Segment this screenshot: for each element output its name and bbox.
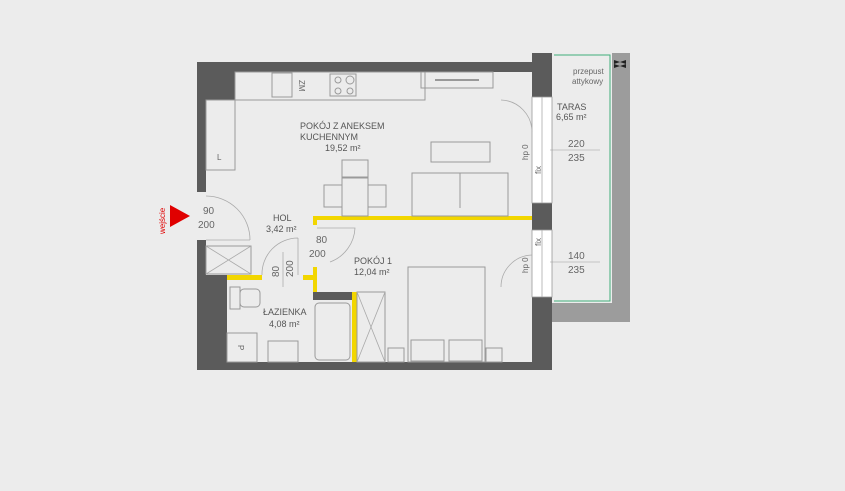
- bathroom-door-width: 80: [271, 265, 282, 277]
- hall-name: HOL: [273, 213, 292, 223]
- bathroom-name: ŁAZIENKA: [263, 307, 307, 317]
- terrace-area: 6,65 m²: [556, 112, 587, 122]
- drain-label-2: attykowy: [572, 77, 603, 86]
- cabinet-p-label: P: [236, 345, 245, 350]
- partitions: [227, 216, 532, 362]
- bathroom-door-height: 200: [285, 260, 296, 277]
- doors: [205, 195, 356, 276]
- drain-label-1: przepust: [573, 67, 604, 76]
- terrace-name: TARAS: [557, 102, 586, 112]
- living-area: 19,52 m²: [325, 143, 361, 153]
- bathroom-area: 4,08 m²: [269, 319, 300, 329]
- entrance-label: wejście: [158, 207, 167, 235]
- room1-area: 12,04 m²: [354, 267, 390, 277]
- room1-window-sill: hp 0: [521, 257, 530, 273]
- room1-window-width: 140: [568, 251, 585, 262]
- drain-icon: [614, 60, 626, 68]
- fridge-label: ZM: [297, 80, 306, 92]
- room1-door-height: 200: [309, 249, 326, 260]
- living-name-1: POKÓJ Z ANEKSEM: [300, 121, 385, 131]
- terrace: [552, 53, 630, 322]
- living-name-2: KUCHENNYM: [300, 132, 358, 142]
- room1-window-fix: fix: [534, 238, 543, 246]
- living-window-fix: fix: [534, 166, 543, 174]
- living-window-sill: hp 0: [521, 144, 530, 160]
- walls: [197, 53, 552, 370]
- living-window-height: 235: [568, 153, 585, 164]
- room1-window-height: 235: [568, 265, 585, 276]
- room1-name: POKÓJ 1: [354, 256, 392, 266]
- furniture: [205, 71, 509, 363]
- cabinet-l-label: L: [217, 153, 222, 162]
- entrance-door-width: 90: [203, 206, 215, 217]
- entrance-arrow-icon: [170, 205, 190, 227]
- entrance-door-height: 200: [198, 220, 215, 231]
- room1-door-width: 80: [316, 235, 328, 246]
- windows: [500, 96, 553, 298]
- hall-area: 3,42 m²: [266, 224, 297, 234]
- living-window-width: 220: [568, 139, 585, 150]
